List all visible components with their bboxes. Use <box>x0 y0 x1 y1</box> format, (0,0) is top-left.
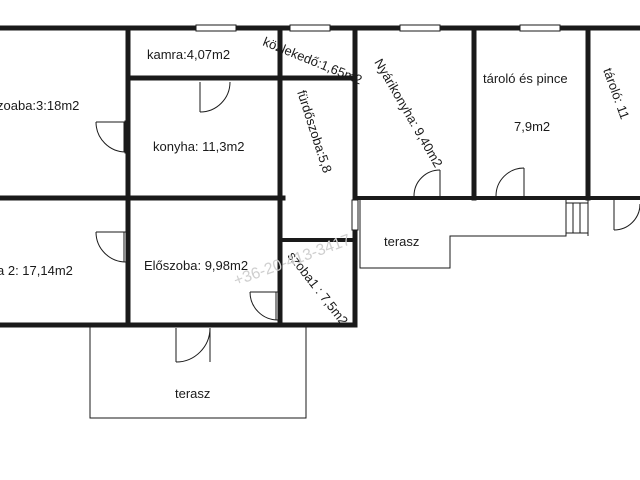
label-szoba3: zoaba:3:18m2 <box>0 98 79 113</box>
label-furdoszoba: fürdőszoba:5,8 <box>294 88 335 174</box>
door-konyha <box>199 81 231 113</box>
label-eloszoba: Előszoba: 9,98m2 <box>144 258 248 273</box>
label-kamra: kamra:4,07m2 <box>147 47 230 62</box>
label-szoba2: a 2: 17,14m2 <box>0 263 73 278</box>
room-labels: zoaba:3:18m2 kamra:4,07m2 közlekedő:1,65… <box>0 34 632 401</box>
window-bath-side <box>351 199 359 231</box>
label-konyha: konyha: 11,3m2 <box>153 139 245 154</box>
doors <box>95 81 640 363</box>
window-tarolo-pince <box>519 24 561 32</box>
label-tarolo: tároló: 11 <box>600 66 632 121</box>
door-eloszoba <box>249 291 279 321</box>
door-tarolo-pince <box>495 167 525 197</box>
door-entrance <box>175 327 211 363</box>
thin-lines <box>89 200 589 419</box>
window-nyarikonyha <box>399 24 441 32</box>
door-nyarikonyha <box>413 169 441 197</box>
label-tarolo-pince-name: tároló és pince <box>483 71 568 86</box>
door-tarolo <box>613 200 640 231</box>
window-kamra <box>195 24 237 32</box>
label-tarolo-pince-area: 7,9m2 <box>514 119 550 134</box>
label-terasz-east: terasz <box>384 234 419 249</box>
windows <box>195 24 561 231</box>
door-szoba2 <box>95 231 127 263</box>
window-kozlekedo <box>289 24 331 32</box>
door-szoba3 <box>95 120 128 154</box>
label-terasz-south: terasz <box>175 386 210 401</box>
label-nyarikonyha: Nyárikonyha: 9,40m2 <box>371 56 445 170</box>
